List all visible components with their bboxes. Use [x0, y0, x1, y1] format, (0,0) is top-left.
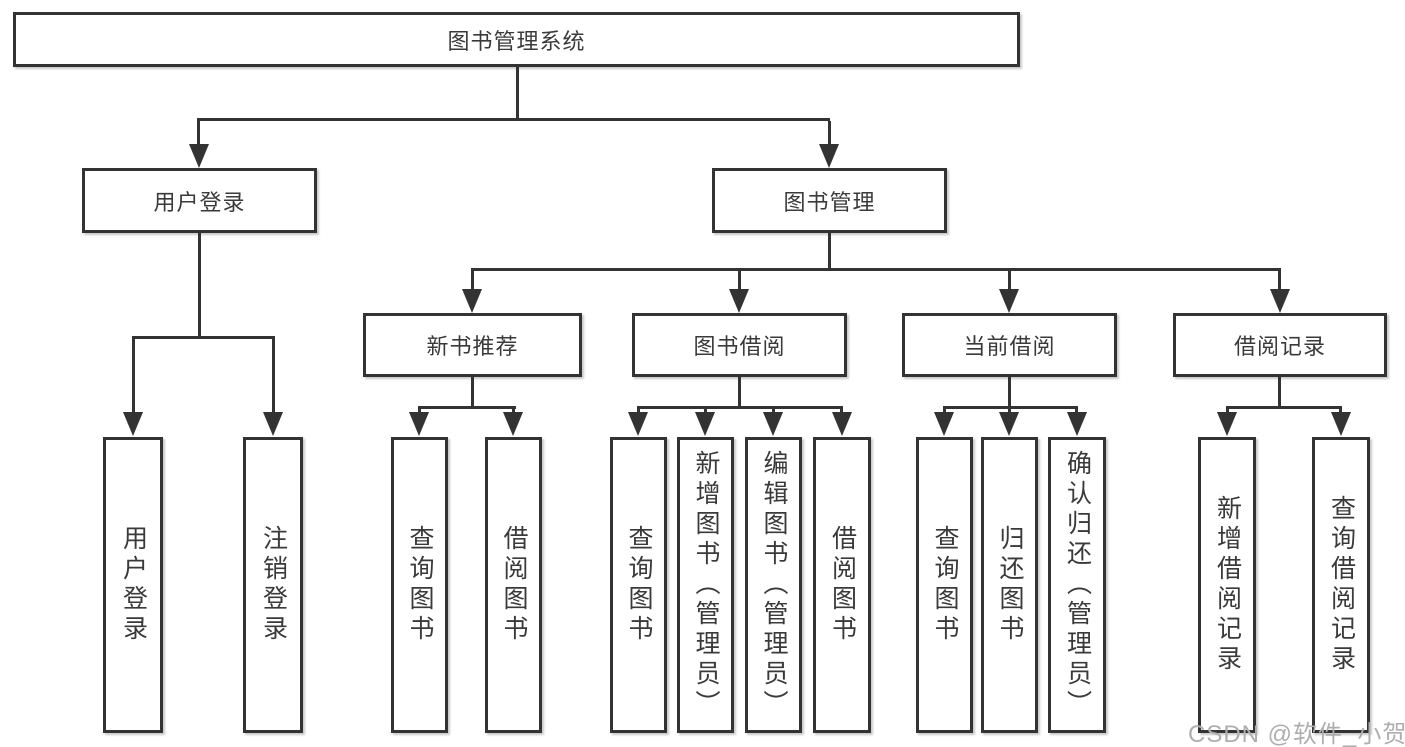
leaf-confirm-return-admin-label: 确认归还（管理员） — [1063, 450, 1092, 720]
connector-line — [132, 339, 135, 414]
connector-line — [637, 406, 843, 409]
connector-arrow — [1331, 412, 1351, 436]
leaf-return-books: 归还图书 — [981, 437, 1038, 733]
connector-line — [1008, 271, 1011, 291]
connector-arrow — [462, 289, 482, 313]
connector-arrow — [832, 412, 852, 436]
connector-line — [516, 67, 519, 118]
node-new-book-recommendation-label: 新书推荐 — [426, 334, 519, 359]
connector-line — [272, 339, 275, 414]
connector-line — [828, 233, 831, 268]
leaf-query-books-borrow-label: 查询图书 — [625, 525, 653, 645]
node-book-management: 图书管理 — [712, 168, 947, 233]
leaf-query-books-newbook: 查询图书 — [391, 437, 448, 733]
connector-arrow — [1270, 289, 1290, 313]
leaf-return-books-label: 归还图书 — [996, 525, 1024, 645]
csdn-watermark: CSDN @软件_小贺同学 — [1188, 721, 1405, 747]
connector-line — [198, 233, 201, 336]
leaf-logout: 注销登录 — [243, 437, 303, 733]
connector-line — [471, 268, 1281, 271]
connector-arrow — [263, 412, 283, 436]
connector-arrow — [695, 412, 715, 436]
connector-line — [943, 406, 1078, 409]
node-current-borrowing: 当前借阅 — [902, 313, 1117, 377]
connector-arrow — [189, 144, 209, 168]
connector-line — [471, 377, 474, 406]
connector-arrow — [999, 289, 1019, 313]
connector-line — [738, 271, 741, 291]
leaf-borrow-books-borrow-label: 借阅图书 — [828, 525, 857, 645]
leaf-query-books-current: 查询图书 — [916, 437, 973, 733]
node-new-book-recommendation: 新书推荐 — [363, 313, 582, 377]
leaf-user-login-label: 用户登录 — [119, 525, 148, 645]
leaf-user-login: 用户登录 — [103, 437, 163, 733]
connector-arrow — [123, 412, 143, 436]
connector-line — [1226, 406, 1342, 409]
node-root: 图书管理系统 — [13, 12, 1020, 67]
connector-arrow — [1217, 412, 1237, 436]
leaf-query-books-current-label: 查询图书 — [931, 525, 959, 645]
leaf-add-borrow-record: 新增借阅记录 — [1198, 437, 1256, 733]
connector-line — [1008, 377, 1011, 406]
leaf-borrow-books-newbook-label: 借阅图书 — [500, 525, 528, 645]
connector-line — [197, 121, 200, 146]
connector-arrow — [819, 144, 839, 168]
node-borrowing-records: 借阅记录 — [1173, 313, 1387, 377]
node-current-borrowing-label: 当前借阅 — [963, 334, 1056, 359]
connector-arrow — [409, 412, 429, 436]
leaf-query-borrow-record-label: 查询借阅记录 — [1327, 495, 1356, 675]
node-book-borrowing: 图书借阅 — [632, 313, 847, 377]
node-book-borrowing-label: 图书借阅 — [693, 334, 786, 359]
connector-arrow — [1067, 412, 1087, 436]
node-root-label: 图书管理系统 — [447, 28, 586, 54]
node-user-login-label: 用户登录 — [153, 189, 246, 215]
leaf-add-borrow-record-label: 新增借阅记录 — [1213, 495, 1242, 675]
leaf-edit-book-admin-label: 编辑图书（管理员） — [760, 450, 788, 720]
leaf-query-books-newbook-label: 查询图书 — [406, 525, 434, 645]
connector-line — [1278, 377, 1281, 406]
connector-arrow — [999, 412, 1019, 436]
connector-arrow — [628, 412, 648, 436]
connector-line — [738, 377, 741, 406]
connector-line — [471, 271, 474, 291]
leaf-edit-book-admin: 编辑图书（管理员） — [745, 437, 802, 733]
connector-line — [828, 121, 831, 146]
connector-arrow — [934, 412, 954, 436]
connector-arrow — [729, 289, 749, 313]
connector-arrow — [503, 412, 523, 436]
leaf-add-book-admin: 新增图书（管理员） — [677, 437, 734, 733]
connector-arrow — [763, 412, 783, 436]
leaf-borrow-books-newbook: 借阅图书 — [485, 437, 542, 733]
node-borrowing-records-label: 借阅记录 — [1233, 334, 1326, 359]
leaf-logout-label: 注销登录 — [259, 525, 288, 645]
leaf-query-borrow-record: 查询借阅记录 — [1312, 437, 1370, 733]
connector-line — [197, 118, 830, 121]
leaf-add-book-admin-label: 新增图书（管理员） — [692, 450, 720, 720]
connector-line — [418, 406, 516, 409]
leaf-borrow-books-borrow: 借阅图书 — [813, 437, 871, 733]
leaf-query-books-borrow: 查询图书 — [610, 437, 667, 733]
connector-line — [1278, 271, 1281, 291]
node-user-login: 用户登录 — [82, 168, 317, 233]
connector-line — [132, 336, 275, 339]
node-book-management-label: 图书管理 — [783, 189, 876, 215]
leaf-confirm-return-admin: 确认归还（管理员） — [1048, 437, 1106, 733]
